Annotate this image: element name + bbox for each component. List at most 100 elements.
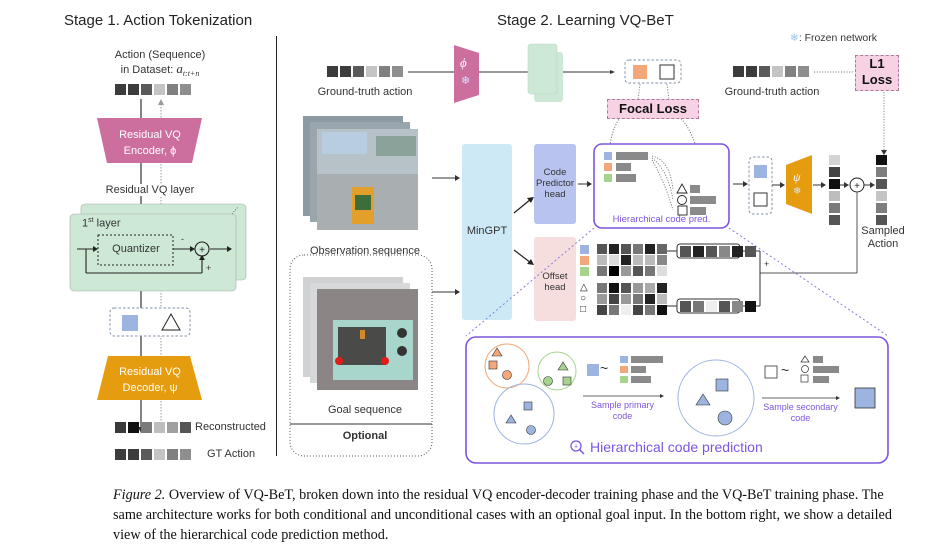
stage2-gt-sequence (327, 66, 403, 77)
magnifier-icon (570, 440, 582, 452)
offset-cell (645, 283, 655, 293)
offset-row: ○ (580, 294, 667, 304)
goal-photos (303, 277, 418, 390)
offset-cell (645, 244, 655, 254)
action-token (128, 84, 139, 95)
decoder-snowflake-icon: ❄ (793, 186, 802, 197)
stage1-encoder: Residual VQ Encoder, ϕ (105, 127, 195, 159)
gt-action-sequence (115, 449, 191, 460)
hier-pred-small-label: Hierarchical code pred. (612, 214, 711, 225)
reconstructed-token (141, 422, 152, 433)
code-marker: △ (580, 282, 588, 293)
offset-cell (597, 294, 607, 304)
caption-text: Overview of VQ-BeT, broken down into the… (113, 487, 892, 543)
offset-grid: △○□ (580, 244, 667, 316)
triangle-code (161, 312, 181, 331)
sample-secondary-label: Sample secondary code (758, 402, 843, 424)
code-marker: □ (580, 304, 587, 315)
offset-token (732, 246, 743, 257)
offset-token (693, 246, 704, 257)
reconstructed-token (167, 422, 178, 433)
hierarchical-detail-box (465, 336, 889, 464)
observation-label: Observation sequence (309, 245, 421, 257)
figure-caption: Figure 2. Overview of VQ-BeT, broken dow… (113, 485, 913, 545)
sampled-token (876, 155, 887, 165)
offset-cell (597, 244, 607, 254)
offset-row: □ (580, 305, 667, 315)
stage2-title: Stage 2. Learning VQ-BeT (497, 12, 674, 29)
gt-token (340, 66, 351, 77)
action-sequence (115, 84, 191, 95)
offset-cell (657, 244, 667, 254)
rvq-layer-label: Residual VQ layer (90, 184, 210, 196)
action-subscript: t:t+n (182, 69, 200, 79)
stage1-decoder: Residual VQ Decoder, ψ (105, 364, 195, 396)
tilde-secondary: ~ (781, 362, 790, 378)
gt-token (141, 449, 152, 460)
gt-token (115, 449, 126, 460)
code-head-line1: Code (543, 167, 567, 178)
offset-token (745, 246, 756, 257)
offset-head-block (534, 237, 576, 321)
l1-loss-box: L1 Loss (855, 55, 899, 91)
action-symbol: a (176, 61, 183, 76)
arrow-up-dotted (158, 99, 164, 105)
decoder-line1: Residual VQ (119, 366, 181, 378)
decoded-token (829, 203, 840, 213)
reconstructed-token (180, 422, 191, 433)
code-marker (580, 255, 589, 265)
l1-line1: L1 (869, 56, 885, 71)
gt-token (327, 66, 338, 77)
stage2-gt-label-right: Ground-truth action (724, 86, 820, 98)
svg-text:+: + (854, 181, 860, 192)
offset-cell (621, 244, 631, 254)
offset-head-line2: head (544, 282, 566, 293)
offset-cell (597, 283, 607, 293)
rvq-layer-front (527, 43, 558, 95)
decoded-action-column (829, 155, 840, 225)
offset-cell (621, 266, 631, 276)
first-layer-rest: layer (93, 217, 121, 230)
encoder-line2: Encoder, ϕ (123, 145, 177, 157)
offset-cell (633, 266, 643, 276)
offset-cell (633, 305, 643, 315)
action-token (141, 84, 152, 95)
svg-text:+: + (199, 245, 205, 256)
quantizer-box (97, 234, 174, 266)
hierarchical-detail-title: Hierarchical code prediction (590, 439, 763, 455)
code-head-line3: head (544, 189, 566, 200)
offset-token (680, 246, 691, 257)
offset-cell (597, 255, 607, 265)
gt-token (154, 449, 165, 460)
mingpt-block (462, 144, 512, 320)
offset-row (580, 255, 667, 265)
offset-cell (621, 305, 631, 315)
stage2-gt-label: Ground-truth action (317, 86, 413, 98)
gt-token (366, 66, 377, 77)
sample-secondary-line1: Sample secondary (763, 402, 838, 412)
code-marker (580, 266, 589, 276)
sampled-token (876, 203, 887, 213)
sampled-token (876, 167, 887, 177)
reconstructed-label: Reconstructed (195, 421, 266, 433)
sampled-line2: Action (867, 238, 899, 250)
offset-token (680, 301, 691, 312)
sampled-token (876, 215, 887, 225)
l1-line2: Loss (861, 72, 893, 87)
decoded-token (829, 155, 840, 165)
gt-token (785, 66, 796, 77)
gt-action-label: GT Action (207, 448, 256, 460)
action-token (167, 84, 178, 95)
minus-sign: - (181, 234, 184, 244)
decoded-token (829, 179, 840, 189)
offset-token (706, 301, 717, 312)
mingpt-label: MinGPT (466, 225, 508, 237)
offset-cell (657, 283, 667, 293)
offset-cell (645, 294, 655, 304)
encoder-line1: Residual VQ (119, 129, 181, 141)
action-dataset-label: Action (Sequence) in Dataset: at:t+n (90, 48, 230, 81)
offset-cell (609, 255, 619, 265)
encoder-phi-symbol: ϕ (460, 55, 467, 70)
stage2-decoder-shape (786, 155, 812, 214)
